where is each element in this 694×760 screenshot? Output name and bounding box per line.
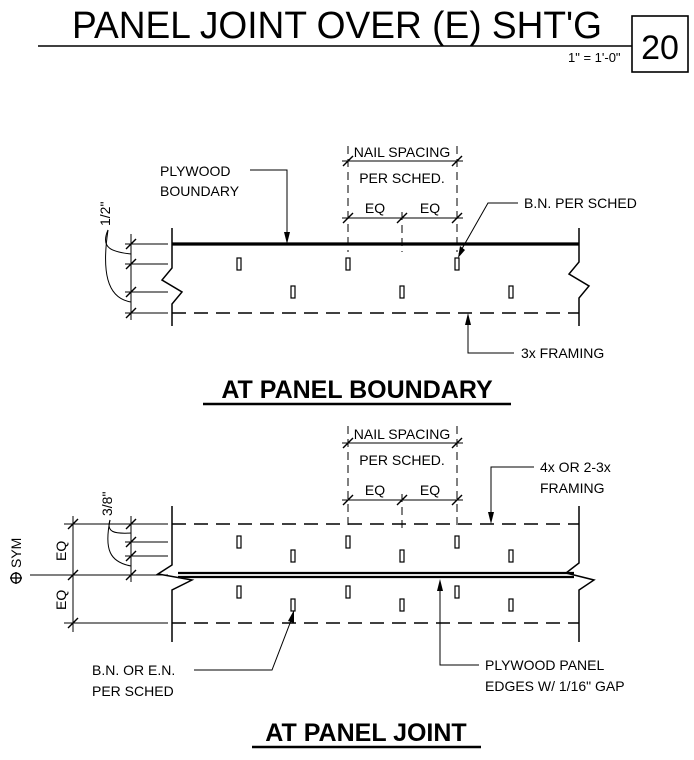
nail-spacing-label: NAIL SPACING <box>354 144 450 160</box>
leader-line <box>250 169 288 236</box>
leader-line <box>439 588 479 666</box>
centerline-icon <box>10 572 22 584</box>
bn-callout-label: B.N. PER SCHED <box>524 195 637 211</box>
nail-mark <box>290 549 296 563</box>
nail-mark <box>236 535 242 549</box>
eq-label: EQ <box>420 200 440 216</box>
detail-title: PANEL JOINT OVER (E) SHT'G <box>72 5 602 47</box>
nail-mark <box>290 285 296 299</box>
nail-mark <box>508 285 514 299</box>
nail-mark <box>345 535 351 549</box>
framing-callout-label: 4x OR 2-3x <box>540 459 611 475</box>
nail-spacing-label: NAIL SPACING <box>354 426 450 442</box>
leader-line <box>458 202 518 255</box>
edge-dim-label: 3/8" <box>99 492 115 516</box>
leader-line <box>490 466 534 516</box>
leader-line <box>194 617 293 671</box>
nail-mark <box>345 257 351 271</box>
eq-label: EQ <box>420 482 440 498</box>
nail-mark <box>290 598 296 612</box>
eq-label: EQ <box>365 482 385 498</box>
nail-spacing-label-2: PER SCHED. <box>359 452 445 468</box>
nail-mark <box>236 585 242 599</box>
leader-arrow <box>437 579 443 591</box>
plywood-boundary-label-2: BOUNDARY <box>160 183 240 199</box>
nail-mark <box>399 285 405 299</box>
detail-heading: AT PANEL JOINT <box>265 719 466 747</box>
break-line-left <box>155 506 195 642</box>
eq-label: EQ <box>365 200 385 216</box>
nail-mark <box>454 257 460 271</box>
detail-number: 20 <box>641 29 679 67</box>
nail-spacing-label-2: PER SCHED. <box>359 170 445 186</box>
nail-mark <box>454 535 460 549</box>
nail-mark <box>345 585 351 599</box>
sym-eq-label: EQ <box>53 541 69 561</box>
nail-mark <box>508 598 514 612</box>
nail-mark <box>399 549 405 563</box>
leader-line <box>467 322 514 354</box>
detail-panel-boundary: NAIL SPACING PER SCHED. EQ EQ PLYWOOD BO… <box>97 144 637 406</box>
leader-line <box>105 229 132 303</box>
framing-callout-label: 3x FRAMING <box>521 345 604 361</box>
sym-eq-label: EQ <box>53 590 69 610</box>
nail-mark <box>399 598 405 612</box>
leader-arrow <box>465 313 471 325</box>
leader-line <box>105 229 132 255</box>
plywood-boundary-label: PLYWOOD <box>160 163 231 179</box>
leader-arrow <box>288 610 294 623</box>
sym-label: SYM <box>8 538 24 568</box>
edge-dim-label: 1/2" <box>97 202 113 226</box>
break-line-right <box>564 506 596 642</box>
detail-panel-joint: NAIL SPACING PER SCHED. EQ EQ 4x OR 2-3x… <box>8 426 625 749</box>
detail-number-box <box>631 15 689 73</box>
detail-heading: AT PANEL BOUNDARY <box>221 376 493 404</box>
plywood-panel-label: PLYWOOD PANEL <box>485 657 605 673</box>
nail-mark <box>454 585 460 599</box>
leader-arrow <box>458 246 465 258</box>
break-line-left <box>160 228 184 326</box>
bn-callout-label-2: PER SCHED <box>92 683 174 699</box>
nail-mark <box>508 549 514 563</box>
leader-line <box>107 519 132 567</box>
break-line-right <box>567 228 591 326</box>
plywood-panel-label-2: EDGES W/ 1/16" GAP <box>485 678 625 694</box>
scale-label: 1" = 1'-0" <box>568 50 621 65</box>
nail-mark <box>236 257 242 271</box>
bn-callout-label: B.N. OR E.N. <box>92 662 175 678</box>
framing-callout-label-2: FRAMING <box>540 480 605 496</box>
leader-arrow <box>488 512 494 524</box>
leader-arrow <box>284 232 290 244</box>
